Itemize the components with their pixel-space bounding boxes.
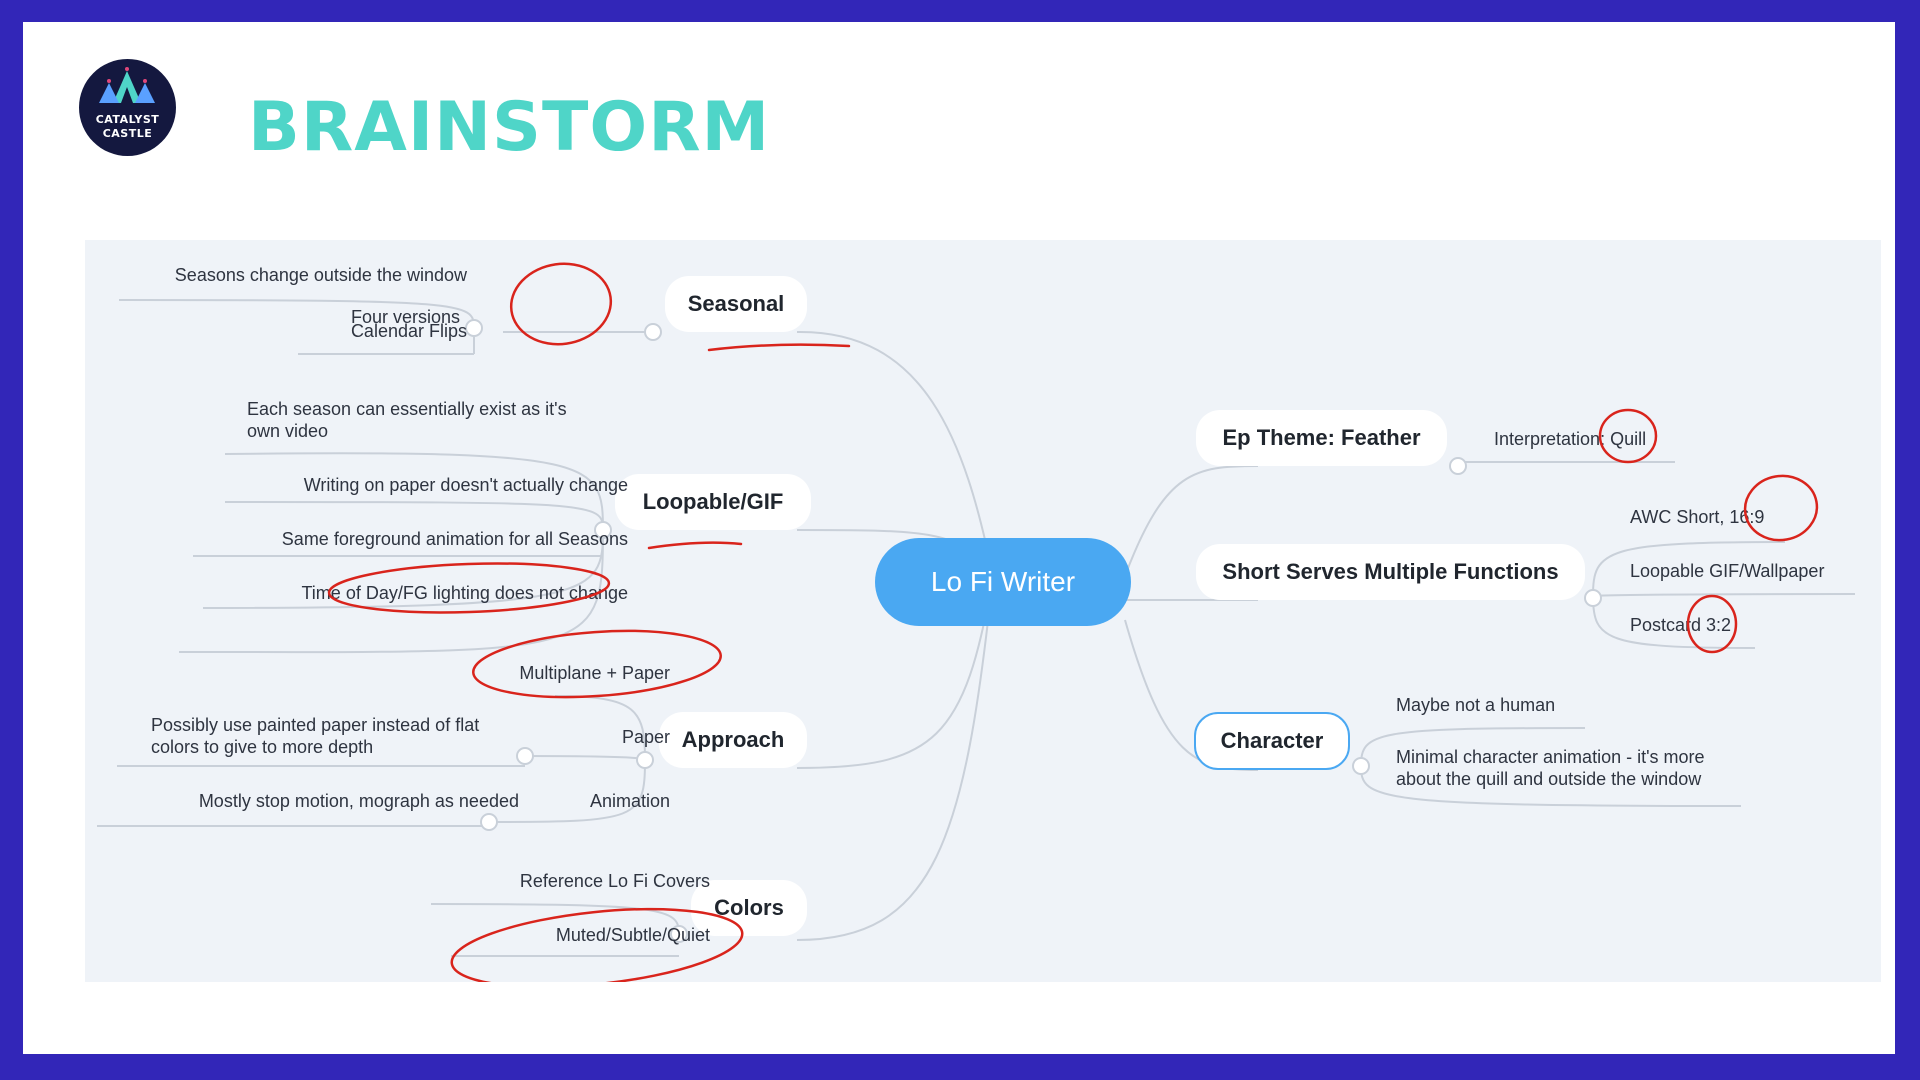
leaf-paper[interactable]: Paper: [621, 727, 670, 747]
logo-line-2: CASTLE: [102, 127, 153, 140]
slide: CATALYST CASTLE BRAINSTORM: [23, 22, 1895, 1054]
leaf-each-season-1[interactable]: Each season can essentially exist as it'…: [247, 399, 567, 419]
leaf-painted-paper-1[interactable]: Possibly use painted paper instead of fl…: [151, 715, 480, 735]
collapse-dot-short: [1584, 589, 1602, 607]
collapse-dot-seasonal: [644, 323, 662, 341]
leaf-writing-on-paper[interactable]: Writing on paper doesn't actually change: [303, 475, 628, 495]
link-approach: [796, 575, 994, 769]
leaf-interpretation[interactable]: Interpretation: Quill: [1494, 429, 1647, 449]
leaf-calendar-flips[interactable]: Calendar Flips: [350, 321, 467, 341]
castle-icon: [99, 67, 155, 103]
collapse-dot-ep-theme: [1449, 457, 1467, 475]
link-seasonal: [796, 330, 994, 577]
leaf-reference-lofi[interactable]: Reference Lo Fi Covers: [519, 871, 710, 891]
leaf-muted-subtle[interactable]: Muted/Subtle/Quiet: [555, 925, 710, 945]
leaf-stop-motion[interactable]: Mostly stop motion, mograph as needed: [198, 791, 519, 811]
node-loopable-gif[interactable]: Loopable/GIF: [615, 474, 811, 530]
collapse-dot-four-versions: [465, 319, 483, 337]
logo-line-1: CATALYST: [95, 113, 160, 126]
catalyst-castle-logo: CATALYST CASTLE: [79, 59, 176, 156]
collapse-dot-approach: [636, 751, 654, 769]
collapse-dot-animation: [480, 813, 498, 831]
leaf-maybe-not-human[interactable]: Maybe not a human: [1396, 695, 1556, 715]
leaf-multiplane-paper[interactable]: Multiplane + Paper: [519, 663, 670, 683]
leaf-seasons-change[interactable]: Seasons change outside the window: [174, 265, 467, 285]
mindmap-canvas: Lo Fi Writer Seasonal Loopable/GIF Appro…: [85, 240, 1881, 982]
page-title: BRAINSTORM: [248, 88, 771, 167]
node-character[interactable]: Character: [1194, 712, 1350, 770]
leaf-four-versions[interactable]: Four versions: [350, 307, 460, 327]
leaf-minimal-animation-2[interactable]: about the quill and outside the window: [1396, 769, 1702, 789]
link-ep-theme: [1124, 465, 1259, 577]
collapse-dot-loopable: [594, 521, 612, 539]
leaf-painted-paper-2[interactable]: colors to give to more depth: [151, 737, 374, 757]
leaf-animation[interactable]: Animation: [589, 791, 670, 811]
node-ep-theme[interactable]: Ep Theme: Feather: [1196, 410, 1447, 466]
node-approach[interactable]: Approach: [659, 712, 807, 768]
leaf-same-foreground[interactable]: Same foreground animation for all Season…: [281, 529, 628, 549]
link-colors: [796, 575, 994, 941]
leaf-awc-short[interactable]: AWC Short, 16:9: [1630, 507, 1765, 527]
center-node[interactable]: Lo Fi Writer: [875, 538, 1131, 626]
node-short-serves[interactable]: Short Serves Multiple Functions: [1196, 544, 1585, 600]
leaf-minimal-animation-1[interactable]: Minimal character animation - it's more: [1396, 747, 1705, 767]
leaf-each-season-2[interactable]: own video: [247, 421, 329, 441]
node-seasonal[interactable]: Seasonal: [665, 276, 807, 332]
leaf-postcard[interactable]: Postcard 3:2: [1630, 615, 1732, 635]
collapse-dot-character: [1352, 757, 1370, 775]
leaf-time-of-day[interactable]: Time of Day/FG lighting does not change: [301, 583, 628, 603]
collapse-dot-paper: [516, 747, 534, 765]
leaf-loopable-wallpaper[interactable]: Loopable GIF/Wallpaper: [1630, 561, 1825, 581]
